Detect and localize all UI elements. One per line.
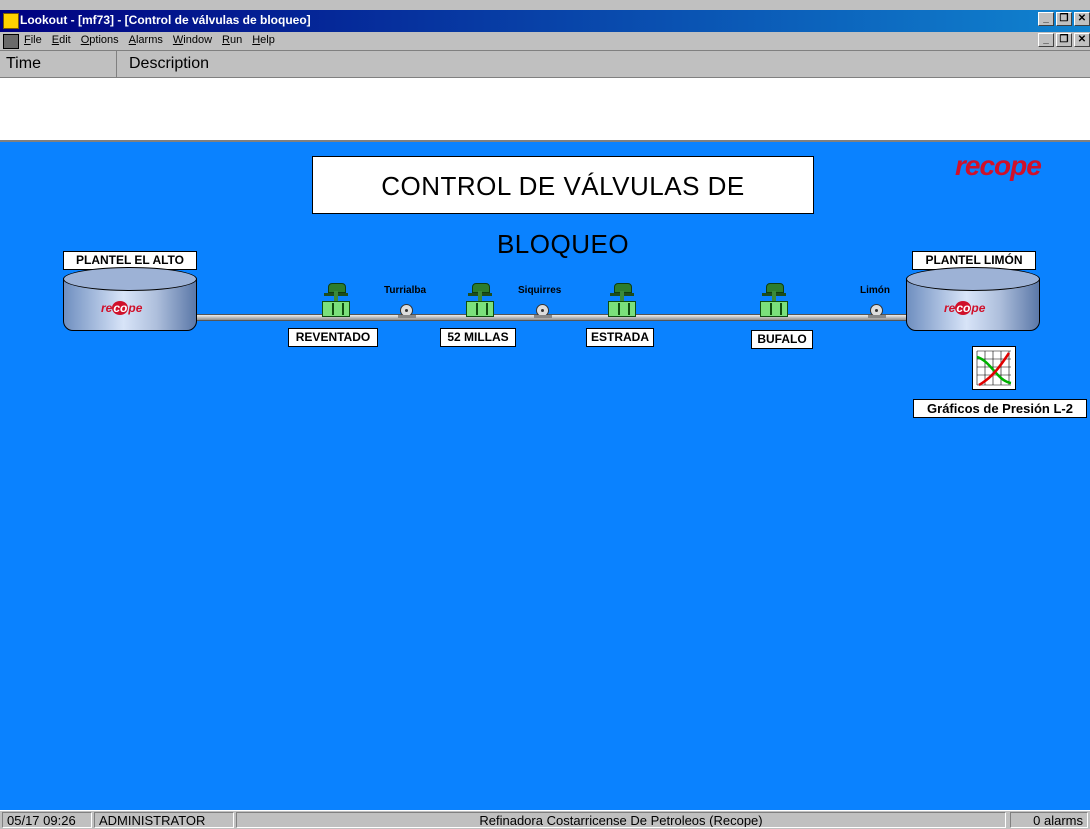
pressure-gauge-turrialba[interactable] bbox=[398, 304, 416, 318]
valve-label-estrada: ESTRADA bbox=[586, 328, 654, 347]
pressure-gauge-siquirres[interactable] bbox=[534, 304, 552, 318]
sensor-label-limon: Limón bbox=[860, 285, 890, 296]
menu-options[interactable]: Options bbox=[80, 34, 119, 46]
alarm-table-header: Time Description bbox=[0, 51, 1090, 78]
valve-reventado[interactable] bbox=[320, 283, 352, 323]
valve-52-millas[interactable] bbox=[464, 283, 496, 323]
lookout-app-icon bbox=[3, 13, 19, 29]
minimize-button[interactable]: _ bbox=[1038, 12, 1054, 26]
valve-bufalo[interactable] bbox=[758, 283, 790, 323]
valve-label-52-millas: 52 MILLAS bbox=[440, 328, 516, 347]
window-title: Lookout - [mf73] - [Control de válvulas … bbox=[20, 13, 311, 27]
document-icon[interactable] bbox=[3, 34, 19, 49]
valve-estrada[interactable] bbox=[606, 283, 638, 323]
alarm-list[interactable] bbox=[0, 78, 1090, 142]
sensor-label-turrialba: Turrialba bbox=[384, 285, 427, 296]
menu-window[interactable]: Window bbox=[172, 34, 213, 46]
close-button[interactable]: ✕ bbox=[1074, 12, 1090, 26]
title-bar: Lookout - [mf73] - [Control de válvulas … bbox=[0, 10, 1090, 32]
pipeline bbox=[196, 314, 912, 321]
status-alarm-count[interactable]: 0 alarms bbox=[1010, 812, 1088, 828]
status-company: Refinadora Costarricense De Petroleos (R… bbox=[236, 812, 1006, 828]
menu-help[interactable]: Help bbox=[252, 34, 275, 46]
restore-button[interactable]: ❐ bbox=[1056, 12, 1072, 26]
menu-alarms[interactable]: Alarms bbox=[128, 34, 163, 46]
panel-title: CONTROL DE VÁLVULAS DE BLOQUEO bbox=[312, 156, 814, 259]
pressure-gauge-limon[interactable] bbox=[868, 304, 886, 318]
menu-bar: File Edit Options Alarms Window Run Help… bbox=[0, 32, 1090, 51]
column-header-time[interactable]: Time bbox=[0, 51, 117, 77]
sensor-label-siquirres: Siquirres bbox=[518, 285, 562, 296]
pressure-charts-link[interactable]: Gráficos de Presión L-2 bbox=[913, 399, 1087, 418]
doc-restore-button[interactable]: ❐ bbox=[1056, 33, 1072, 47]
doc-minimize-button[interactable]: _ bbox=[1038, 33, 1054, 47]
column-header-description[interactable]: Description bbox=[129, 55, 210, 72]
tank-logo: recope bbox=[944, 301, 986, 315]
status-user: ADMINISTRATOR bbox=[94, 812, 234, 828]
status-bar: 05/17 09:26 ADMINISTRATOR Refinadora Cos… bbox=[0, 810, 1090, 829]
tank-logo: recope bbox=[101, 301, 143, 315]
menu-file[interactable]: File bbox=[24, 34, 42, 46]
recope-logo-text: recope bbox=[955, 150, 1042, 181]
doc-close-button[interactable]: ✕ bbox=[1074, 33, 1090, 47]
recope-logo: recope bbox=[955, 149, 1042, 183]
menu-edit[interactable]: Edit bbox=[51, 34, 71, 46]
tank-destination[interactable]: recope bbox=[906, 267, 1040, 337]
valve-label-bufalo: BUFALO bbox=[751, 330, 813, 349]
status-datetime: 05/17 09:26 bbox=[2, 812, 92, 828]
valve-label-reventado: REVENTADO bbox=[288, 328, 378, 347]
menu-run[interactable]: Run bbox=[222, 34, 243, 46]
pressure-chart-icon[interactable] bbox=[972, 346, 1016, 390]
tank-origin[interactable]: recope bbox=[63, 267, 197, 337]
